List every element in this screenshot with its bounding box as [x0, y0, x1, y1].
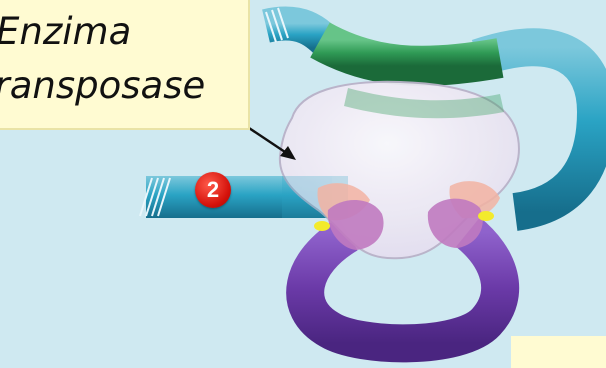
step-number-badge: 2 — [195, 172, 231, 208]
dna-green-strand — [320, 40, 500, 66]
enzyme-label-box: Enzima transposase — [0, 0, 250, 130]
junction-mark-right — [478, 211, 494, 221]
enzyme-label-line-1: Enzima — [0, 10, 131, 53]
corner-label-box — [511, 336, 606, 368]
enzyme-label-line-2: transposase — [0, 64, 205, 107]
junction-mark-left — [314, 221, 330, 231]
